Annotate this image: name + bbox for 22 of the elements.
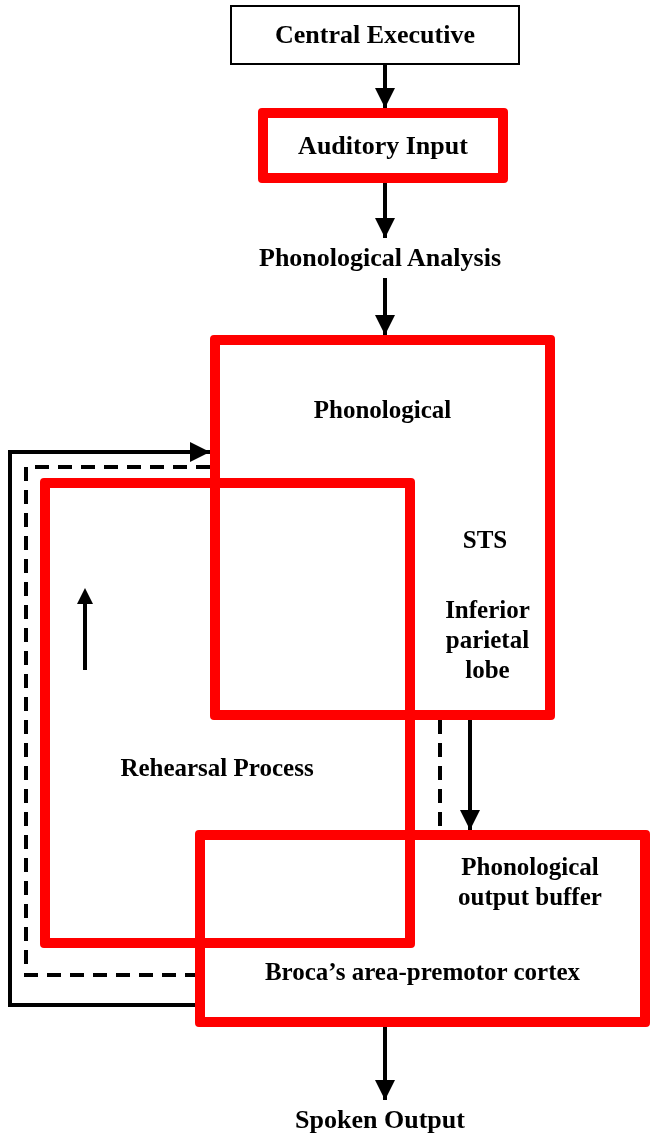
node-label: Rehearsal Process xyxy=(119,753,315,783)
node-label: Phonological xyxy=(312,395,453,425)
node-label: STS xyxy=(461,525,509,555)
arrow xyxy=(375,183,395,238)
arrow xyxy=(375,1027,395,1100)
region-box xyxy=(195,830,650,1027)
node-label: Phonological output buffer xyxy=(457,852,603,912)
node-label: Auditory Input xyxy=(298,130,468,161)
node-label: Broca’s area-premotor cortex xyxy=(263,957,582,987)
arrow xyxy=(460,720,480,830)
region-box xyxy=(258,108,508,183)
node-label: Spoken Output xyxy=(295,1105,465,1135)
process-box xyxy=(230,5,520,65)
dashed-connector xyxy=(24,465,210,977)
node-label: Central Executive xyxy=(275,20,475,50)
arrow xyxy=(8,442,210,1007)
region-box xyxy=(210,335,555,720)
arrow xyxy=(375,278,395,335)
arrow xyxy=(375,65,395,108)
node-label: Phonological Analysis xyxy=(259,243,501,273)
node-label: Inferior parietal lobe xyxy=(444,595,531,685)
region-box xyxy=(40,478,415,948)
